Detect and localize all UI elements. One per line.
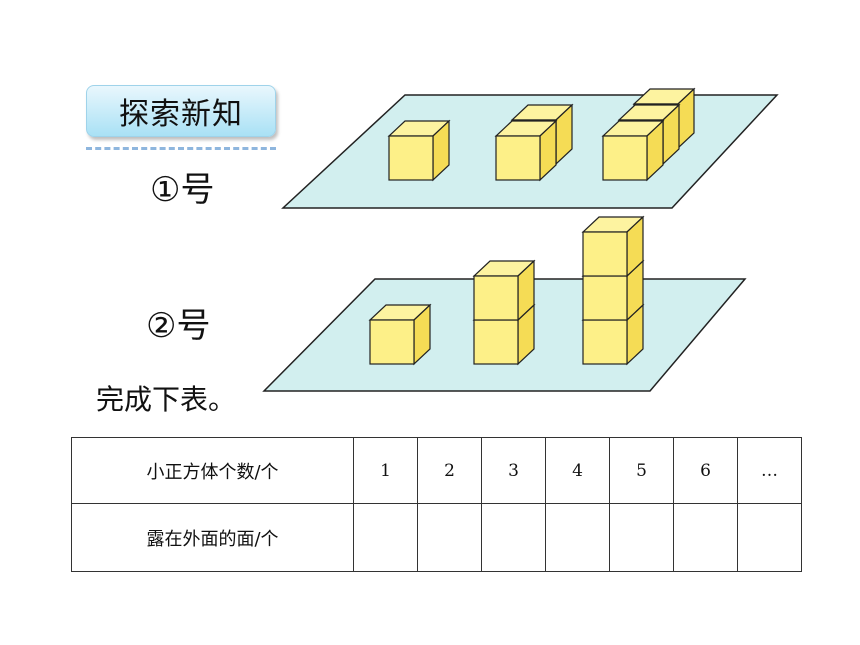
table-row: 小正方体个数/个 1 2 3 4 5 6 …	[71, 437, 802, 504]
count-cell: …	[737, 437, 802, 504]
dashed-divider	[86, 147, 276, 150]
faces-cell[interactable]	[353, 503, 418, 572]
group-1-label: ①号	[150, 170, 215, 210]
faces-cell[interactable]	[737, 503, 802, 572]
count-cell: 3	[481, 437, 546, 504]
count-cell: 1	[353, 437, 418, 504]
section-badge: 探索新知	[86, 85, 276, 137]
row-header-count: 小正方体个数/个	[71, 437, 354, 504]
faces-cell[interactable]	[673, 503, 738, 572]
count-cell: 2	[417, 437, 482, 504]
cube	[388, 120, 450, 181]
count-cell: 4	[545, 437, 610, 504]
instruction-text: 完成下表。	[96, 383, 237, 416]
group-2-label: ②号	[146, 306, 211, 346]
count-cell: 6	[673, 437, 738, 504]
row-header-faces: 露在外面的面/个	[71, 503, 354, 572]
cube	[495, 120, 557, 181]
cube	[602, 120, 664, 181]
cube	[582, 216, 644, 277]
faces-cell[interactable]	[609, 503, 674, 572]
faces-cell[interactable]	[481, 503, 546, 572]
faces-cell[interactable]	[417, 503, 482, 572]
cube	[473, 260, 535, 321]
cube	[369, 304, 431, 365]
faces-cell[interactable]	[545, 503, 610, 572]
table-row: 露在外面的面/个	[71, 503, 802, 572]
data-table: 小正方体个数/个 1 2 3 4 5 6 … 露在外面的面/个	[71, 437, 802, 572]
count-cell: 5	[609, 437, 674, 504]
